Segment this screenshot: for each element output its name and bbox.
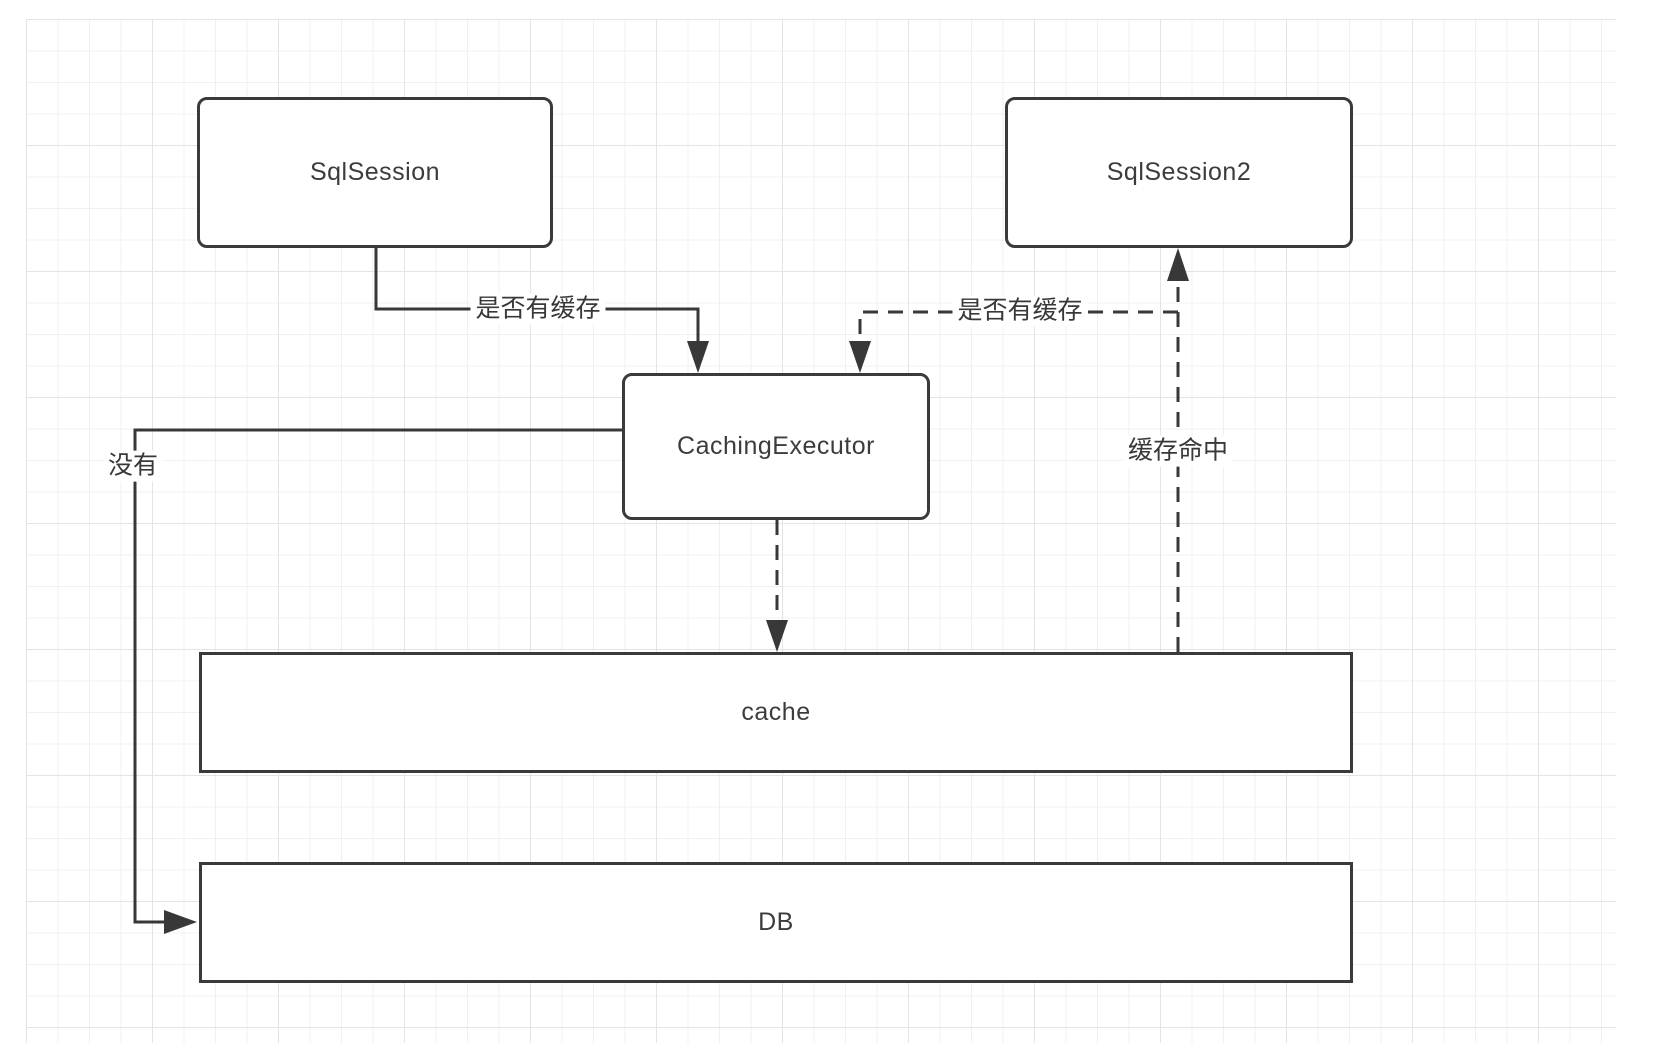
node-caching-executor: CachingExecutor <box>622 373 930 520</box>
node-sqlsession2-label: SqlSession2 <box>1106 158 1252 186</box>
edge-label-check-cache-right: 是否有缓存 <box>952 295 1088 327</box>
edge-label-check-cache-left: 是否有缓存 <box>470 293 606 325</box>
node-sqlsession: SqlSession <box>197 97 553 248</box>
node-sqlsession2: SqlSession2 <box>1005 97 1353 248</box>
arrowhead-into-db <box>164 910 197 934</box>
arrowhead-into-cache <box>766 620 788 652</box>
arrowhead-into-executor-left <box>687 341 709 373</box>
node-caching-executor-label: CachingExecutor <box>677 432 875 460</box>
node-cache-label: cache <box>741 698 811 726</box>
arrowhead-into-executor-right <box>849 341 871 373</box>
node-cache: cache <box>199 652 1353 773</box>
edge-label-no-cache: 没有 <box>102 450 164 482</box>
edge-executor-to-db <box>133 428 622 924</box>
node-sqlsession-label: SqlSession <box>309 158 441 186</box>
node-db: DB <box>199 862 1353 983</box>
arrowhead-into-sqlsession2 <box>1167 248 1189 281</box>
node-db-label: DB <box>758 908 794 936</box>
edge-label-cache-hit: 缓存命中 <box>1122 435 1234 467</box>
